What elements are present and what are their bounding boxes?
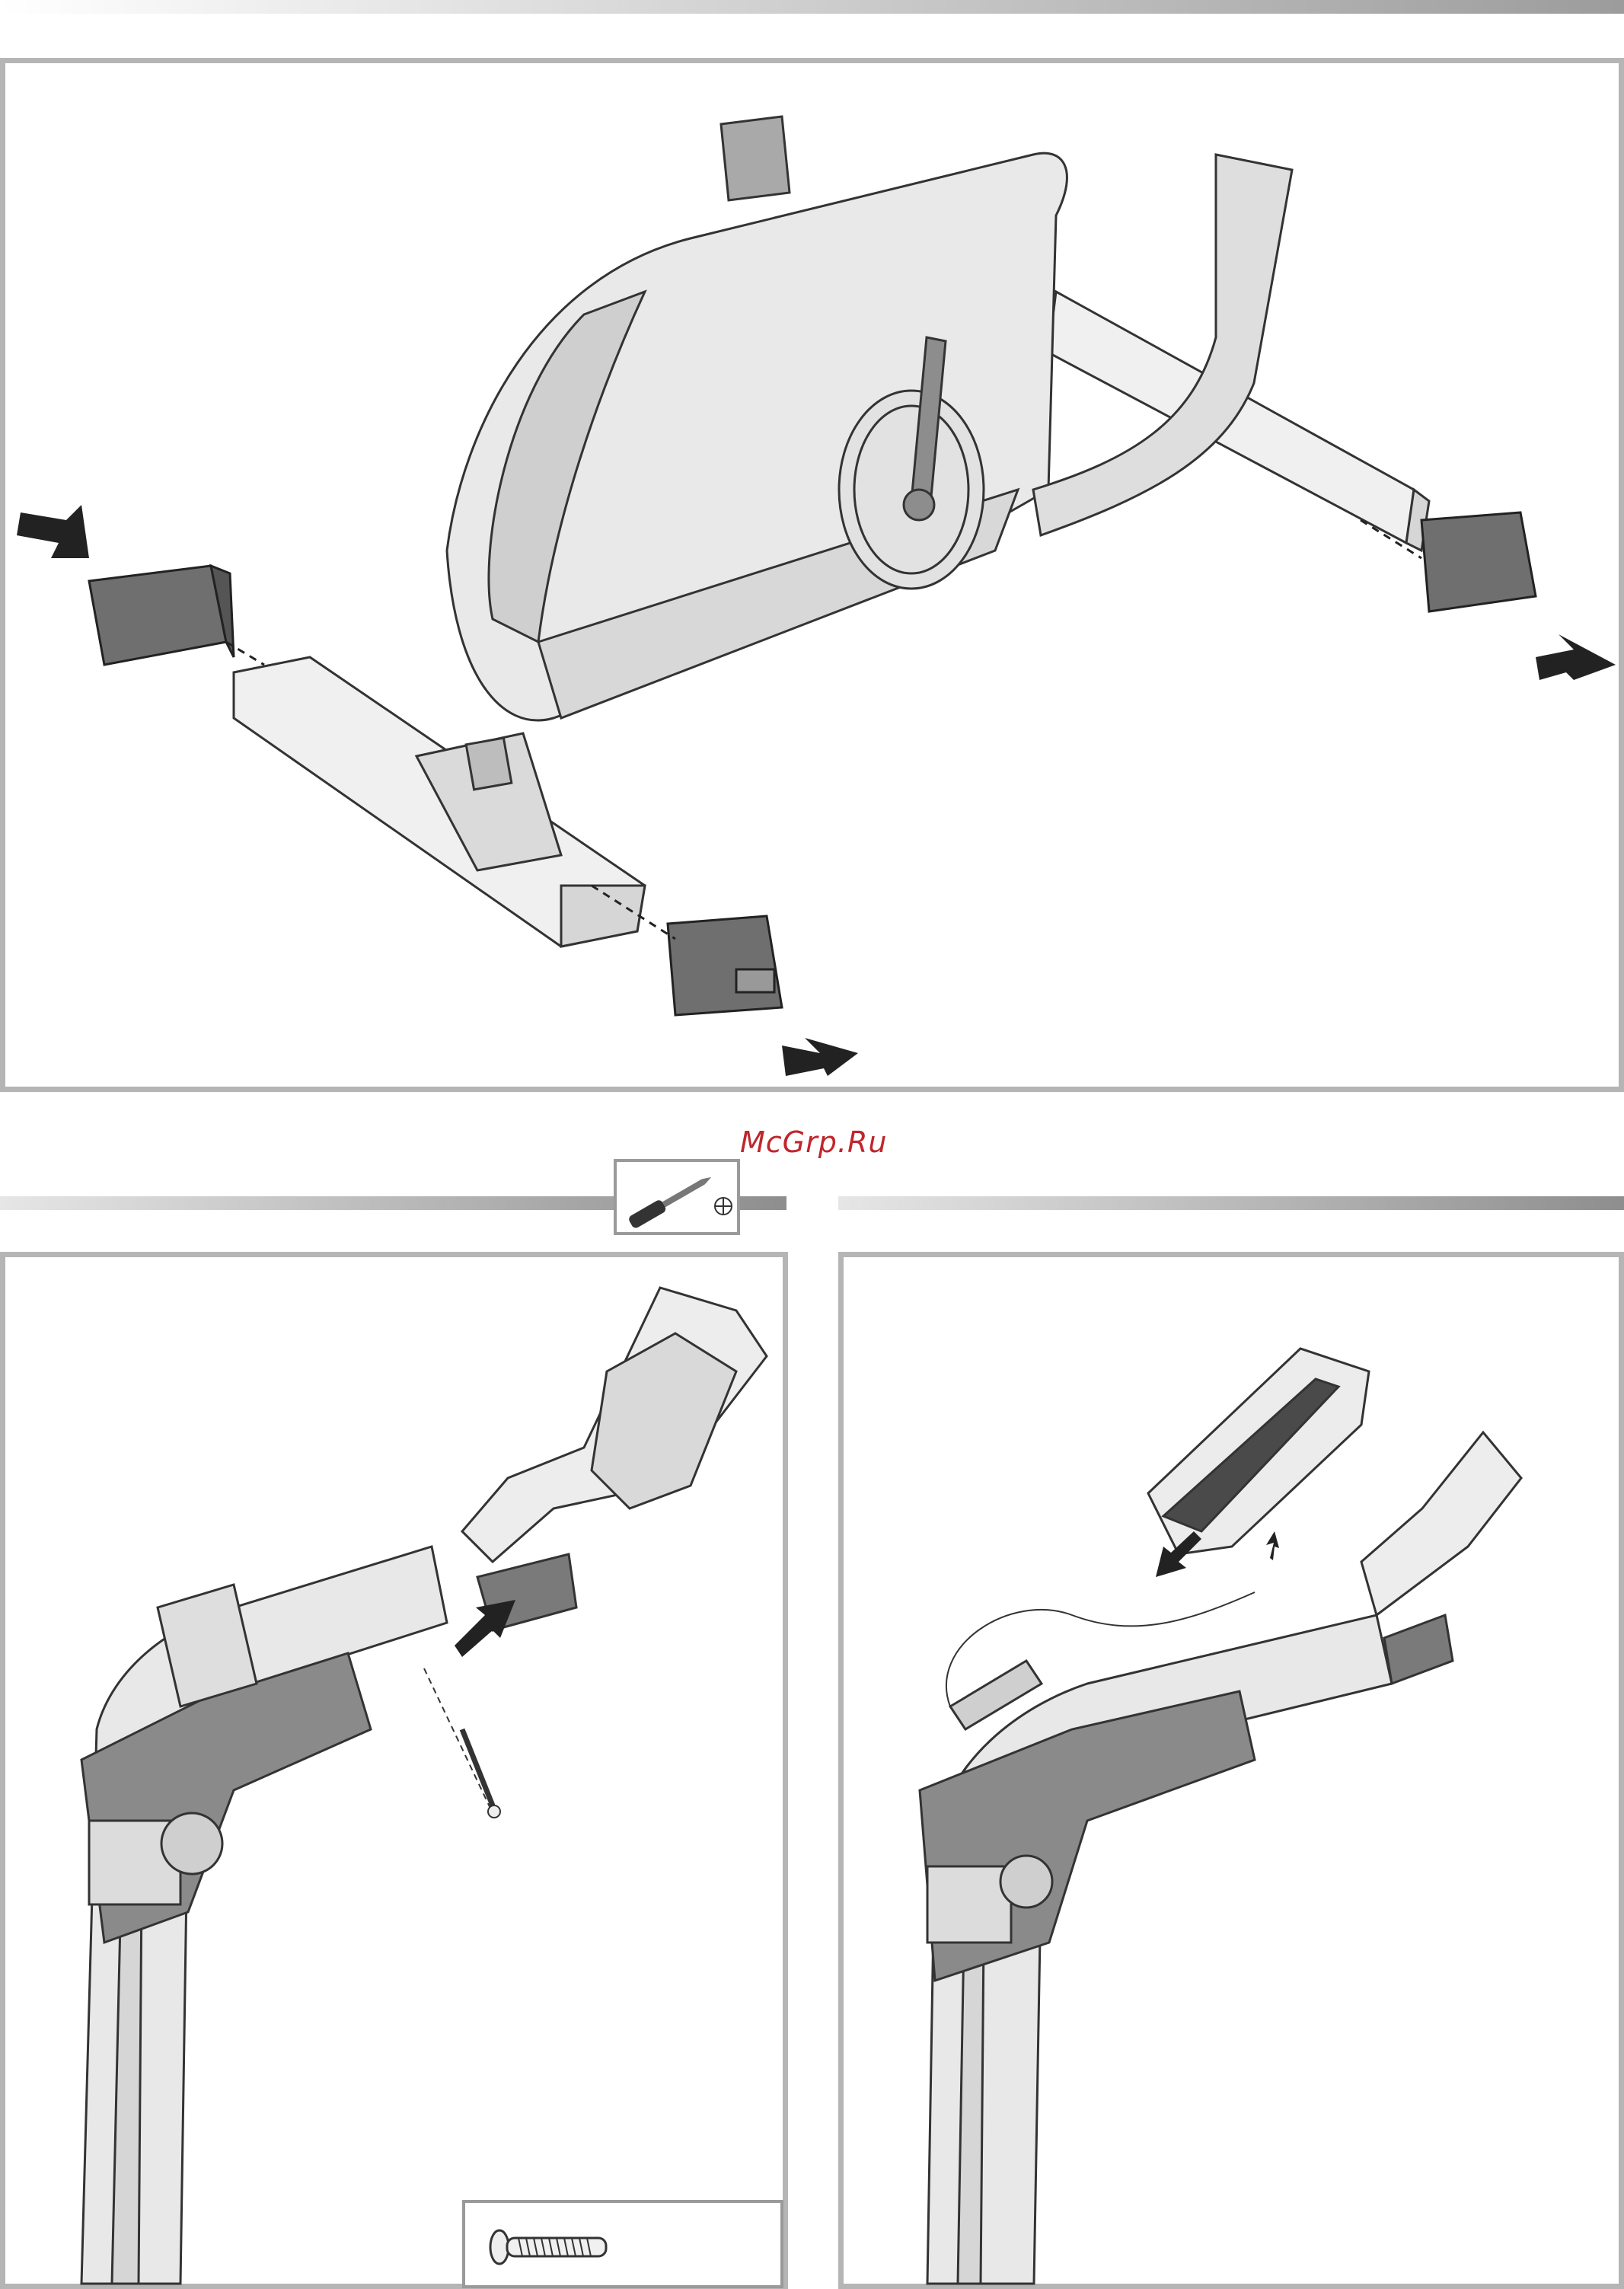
step-1-panel <box>0 58 1624 1092</box>
handlebar-bracket-illustration <box>5 1257 783 2284</box>
step-3-panel <box>838 1252 1624 2289</box>
screw-icon <box>424 1668 500 1818</box>
top-header-bar <box>0 0 1624 14</box>
frame-body <box>416 117 1292 870</box>
foot-cap-front <box>668 916 782 1015</box>
tool-indicator <box>614 1159 740 1235</box>
watermark-text: McGrp.Ru <box>740 1125 887 1159</box>
hardware-detail-box <box>462 2200 783 2288</box>
step-2-panel <box>0 1252 788 2289</box>
phillips-screwdriver-icon <box>617 1162 737 1232</box>
arrow-icon <box>455 1600 515 1657</box>
foot-cap-left <box>89 566 234 665</box>
console-mount-illustration <box>844 1257 1619 2284</box>
bolt-icon <box>465 2203 780 2285</box>
step-3-header-bar <box>838 1196 1624 1210</box>
bike-base-illustration <box>5 63 1619 1087</box>
foot-cap-right <box>1421 512 1536 611</box>
